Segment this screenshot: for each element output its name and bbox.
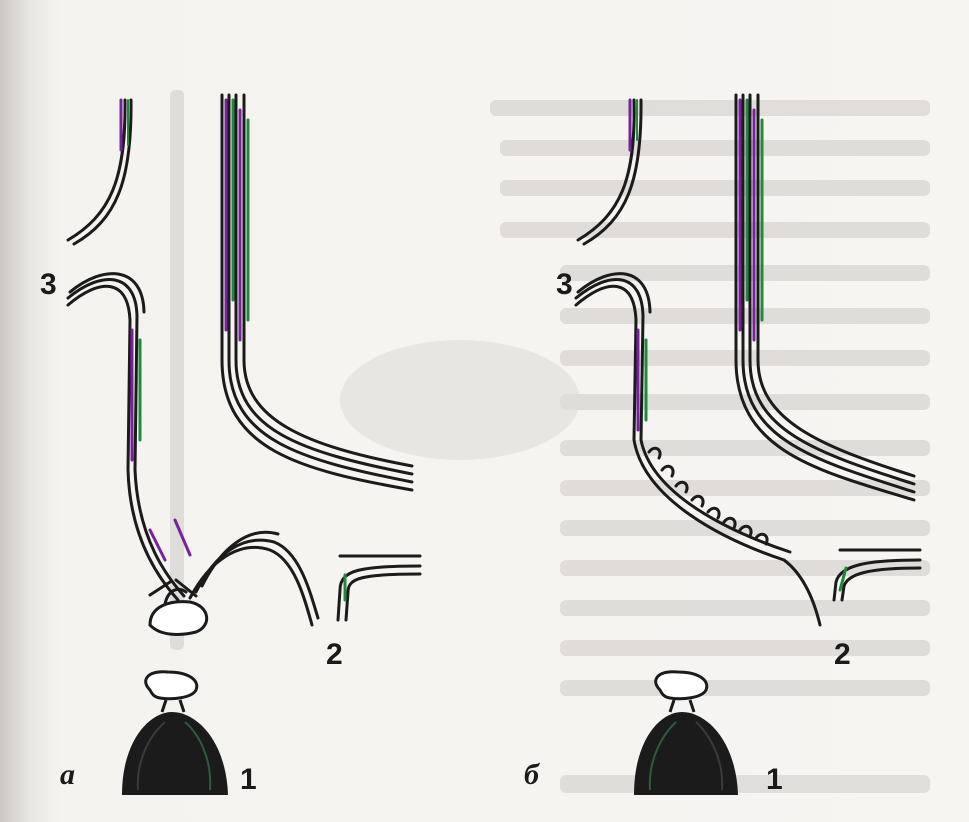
label-3: 3 <box>40 270 57 300</box>
bag-shape <box>122 672 228 795</box>
label-2: 2 <box>834 640 851 670</box>
upper-tube-left-wall <box>578 100 641 244</box>
side-tube <box>834 550 920 600</box>
panel-letter: а <box>60 760 75 790</box>
side-tube <box>338 556 420 620</box>
label-1: 1 <box>240 765 257 795</box>
label-3: 3 <box>556 270 573 300</box>
panel-b-drawing <box>484 0 969 822</box>
label-2: 2 <box>326 640 343 670</box>
lower-fold <box>190 532 318 625</box>
main-tube-wall <box>222 95 412 490</box>
panel-letter: б <box>524 760 539 790</box>
bag-shape <box>634 672 738 795</box>
panel-a-drawing <box>0 0 484 822</box>
label-1: 1 <box>766 765 783 795</box>
inverted-wall <box>68 274 184 600</box>
